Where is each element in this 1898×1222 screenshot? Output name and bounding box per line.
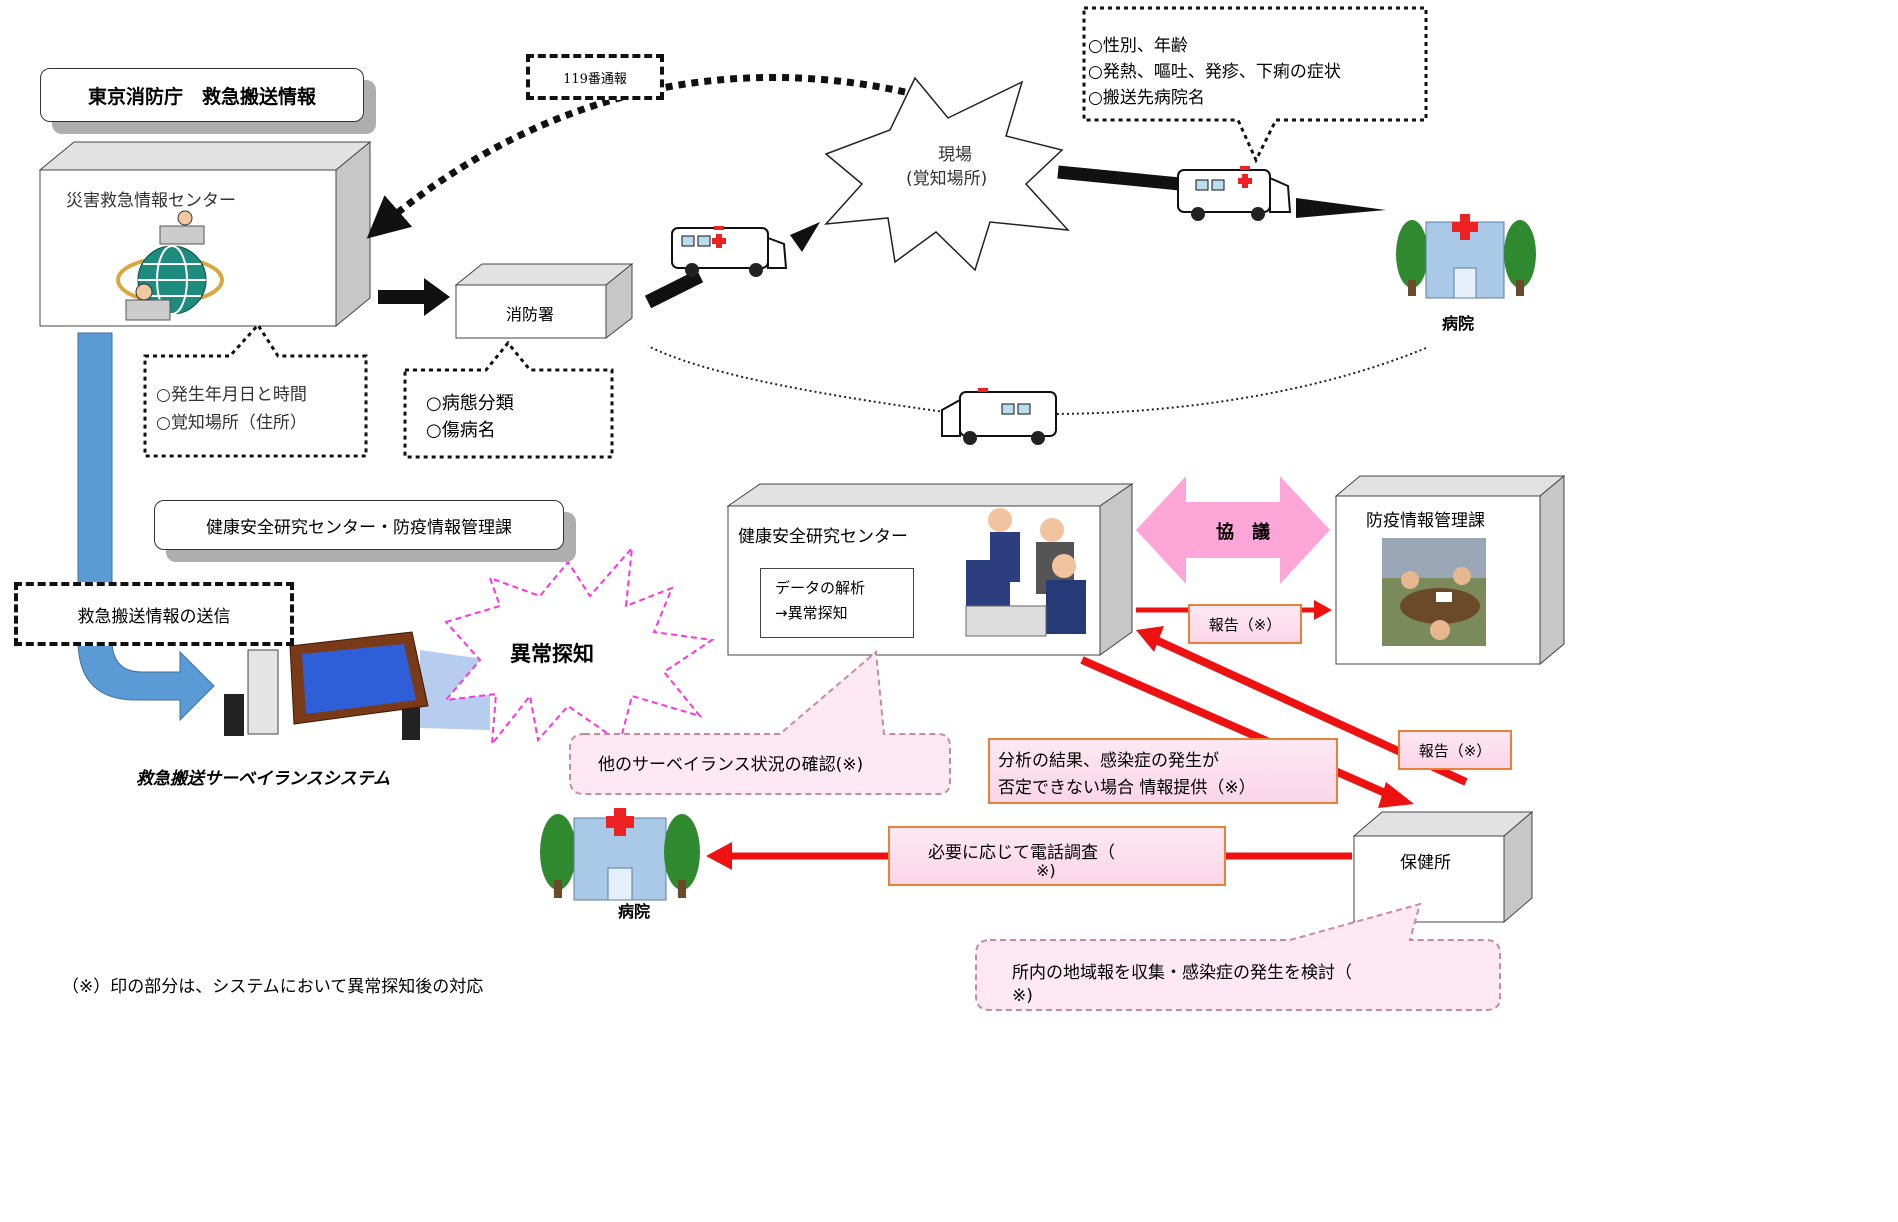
hospital-icon	[1396, 214, 1536, 299]
system-name: 救急搬送サーベイランスシステム	[136, 769, 391, 788]
diagram-graphics	[38, 6, 1566, 1011]
globe-operator-icon	[116, 210, 224, 321]
computer-icon	[224, 631, 490, 740]
local-info-line-2: ※)	[1012, 986, 1033, 1006]
fire-station-label: 消防署	[506, 307, 555, 324]
ambulance-icon	[1177, 166, 1292, 221]
transport-send-label: 救急搬送情報の送信	[77, 606, 231, 626]
scene-sublabel: (覚知場所)	[906, 169, 988, 189]
anomaly-label: 異常探知	[510, 643, 594, 666]
info-provide-line-2: 否定できない場合 情報提供（※）	[998, 778, 1256, 798]
info-provide-line-1: 分析の結果、感染症の発生が	[998, 751, 1219, 771]
fire-notes-callout	[403, 340, 614, 459]
disaster-notes-callout	[143, 322, 368, 458]
call-119-box: 119番通報	[526, 54, 664, 100]
report-to-epi-box: 報告（※）	[1188, 604, 1302, 644]
header-title-box: 東京消防庁 救急搬送情報	[40, 68, 364, 122]
transport-send-box: 救急搬送情報の送信	[14, 582, 294, 646]
analysis-box: データの解析 →異常探知	[760, 568, 914, 638]
patient-note-1: ○性別、年齢	[1088, 36, 1188, 56]
patient-note-3: ○搬送先病院名	[1088, 88, 1205, 108]
report-from-hc-box: 報告（※）	[1398, 730, 1512, 770]
ambulance-icon	[941, 388, 1057, 445]
consult-label: 協 議	[1216, 522, 1270, 542]
report-from-hc-label: 報告（※）	[1418, 741, 1492, 760]
phone-survey-box: 必要に応じて電話調査（ ※)	[888, 826, 1226, 886]
health-center-box	[1352, 810, 1534, 924]
local-info-line-1: 所内の地域報を収集・感染症の発生を検討（	[1012, 963, 1352, 983]
disaster-center-label: 災害救急情報センター	[66, 191, 236, 211]
return-path	[647, 345, 1427, 415]
hospital-bottom-label: 病院	[618, 904, 651, 921]
fire-note-1: ○病態分類	[426, 393, 514, 414]
header-title: 東京消防庁 救急搬送情報	[87, 86, 316, 108]
research-center-label: 健康安全研究センター	[738, 527, 908, 547]
meeting-icon	[1382, 538, 1486, 646]
epi-section-label: 防疫情報管理課	[1366, 511, 1485, 530]
call-119-label: 119番通報	[563, 71, 627, 87]
patient-note-2: ○発熱、嘔吐、発疹、下痢の症状	[1088, 62, 1341, 82]
scene-label: 現場	[938, 145, 972, 165]
arrow-scene-to-hospital	[1057, 165, 1386, 218]
local-info-callout	[975, 902, 1501, 1011]
diagram-canvas: 東京消防庁 救急搬送情報 119番通報 災害救急情報センター ○発生年月日と時間…	[14, 6, 1566, 1011]
hospital-icon	[540, 808, 700, 901]
hospital-top-label: 病院	[1442, 316, 1475, 333]
fire-note-2: ○傷病名	[426, 420, 496, 441]
analysis-line-1: データの解析	[775, 579, 866, 597]
research-title-box: 健康安全研究センター・防疫情報管理課	[154, 500, 564, 550]
call-119-arrow	[366, 73, 906, 239]
fire-station-box	[454, 262, 634, 340]
disaster-note-2: ○覚知場所（住所）	[156, 413, 307, 433]
patient-notes-callout	[1082, 6, 1428, 164]
researchers-icon	[965, 508, 1086, 637]
research-title: 健康安全研究センター・防疫情報管理課	[206, 517, 512, 538]
surveillance-check-label: 他のサーベイランス状況の確認(※)	[598, 755, 864, 775]
info-provide-box: 分析の結果、感染症の発生が 否定できない場合 情報提供（※）	[988, 738, 1338, 804]
health-center-label: 保健所	[1400, 853, 1451, 872]
scene-burst	[824, 76, 1070, 272]
analysis-line-2: →異常探知	[775, 604, 848, 622]
phone-survey-line-1: 必要に応じて電話調査（	[928, 843, 1115, 863]
phone-survey-line-2: ※)	[1036, 861, 1056, 880]
footnote: （※）印の部分は、システムにおいて異常探知後の対応	[62, 977, 484, 997]
surveillance-callout	[569, 649, 951, 795]
arrow-center-to-station	[378, 278, 450, 316]
consult-double-arrow	[1136, 476, 1330, 584]
disaster-note-1: ○発生年月日と時間	[156, 385, 307, 405]
ambulance-icon	[671, 226, 788, 277]
arrow-station-to-scene	[644, 222, 820, 309]
report-to-epi-label: 報告（※）	[1208, 615, 1282, 634]
anomaly-burst	[443, 544, 715, 748]
